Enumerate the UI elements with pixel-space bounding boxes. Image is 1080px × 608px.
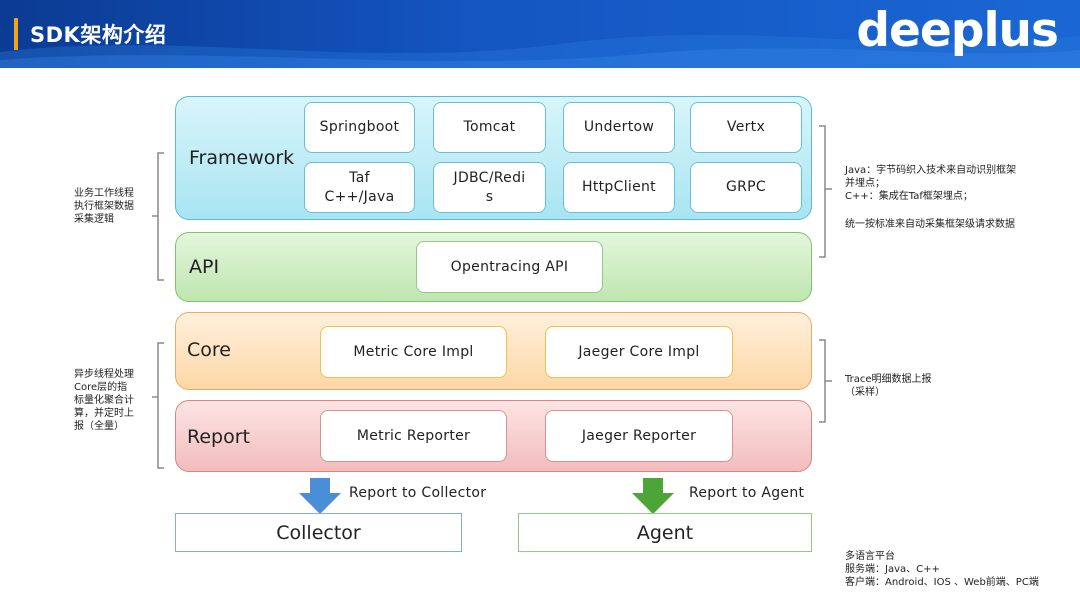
report-layer-label: Report <box>187 426 250 448</box>
framework-item-httpclient: HttpClient <box>563 162 675 213</box>
header-wave-decoration <box>0 34 1080 68</box>
agent-arrow-label: Report to Agent <box>689 485 805 501</box>
framework-item-vertx: Vertx <box>690 102 802 153</box>
note-bottom-right: 多语言平台 服务端：Java、C++ 客户端：Android、IOS 、Web前… <box>845 551 1039 588</box>
framework-item-taf: Taf C++/Java <box>304 162 415 213</box>
api-item-opentracing: Opentracing API <box>416 241 603 293</box>
core-item-jaeger: Jaeger Core Impl <box>545 326 733 378</box>
note-right-middle: Trace明细数据上报 （采样） <box>845 374 932 398</box>
page-title: SDK架构介绍 <box>30 23 167 47</box>
report-item-jaeger: Jaeger Reporter <box>545 410 733 462</box>
left-top-bracket <box>152 152 164 281</box>
note-right-top-1: Java：字节码织入技术来自动识别框架 并埋点； C++：集成在Taf框架埋点； <box>845 165 1017 202</box>
agent-down-arrow-icon <box>632 478 674 514</box>
collector-arrow-label: Report to Collector <box>349 485 487 501</box>
framework-item-grpc: GRPC <box>690 162 802 213</box>
framework-item-tomcat: Tomcat <box>433 102 546 153</box>
left-bottom-bracket <box>152 342 164 469</box>
framework-item-jdbc-redis: JDBC/Redi s <box>433 162 546 213</box>
header-banner: SDK架构介绍 deeplus <box>0 0 1080 68</box>
brand-logo: deeplus <box>856 3 1059 58</box>
collector-arrow-shape <box>299 478 341 514</box>
right-middle-bracket <box>819 339 832 423</box>
right-top-bracket <box>819 125 832 258</box>
title-accent-bar <box>14 18 18 50</box>
collector-down-arrow-icon <box>299 478 341 514</box>
note-left-top: 业务工作线程 执行框架数据 采集逻辑 <box>74 188 134 225</box>
core-layer-label: Core <box>187 339 231 361</box>
framework-item-springboot: Springboot <box>304 102 415 153</box>
agent-box: Agent <box>518 513 812 552</box>
report-item-metric: Metric Reporter <box>320 410 507 462</box>
api-layer-label: API <box>189 256 220 278</box>
framework-item-undertow: Undertow <box>563 102 675 153</box>
note-left-bottom: 异步线程处理 Core层的指 标量化聚合计 算，并定时上 报（全量） <box>74 369 134 432</box>
agent-arrow-shape <box>632 478 674 514</box>
note-right-top-2: 统一按标准来自动采集框架级请求数据 <box>845 219 1015 230</box>
collector-box: Collector <box>175 513 462 552</box>
framework-layer-label: Framework <box>189 147 295 169</box>
core-item-metric: Metric Core Impl <box>320 326 507 378</box>
